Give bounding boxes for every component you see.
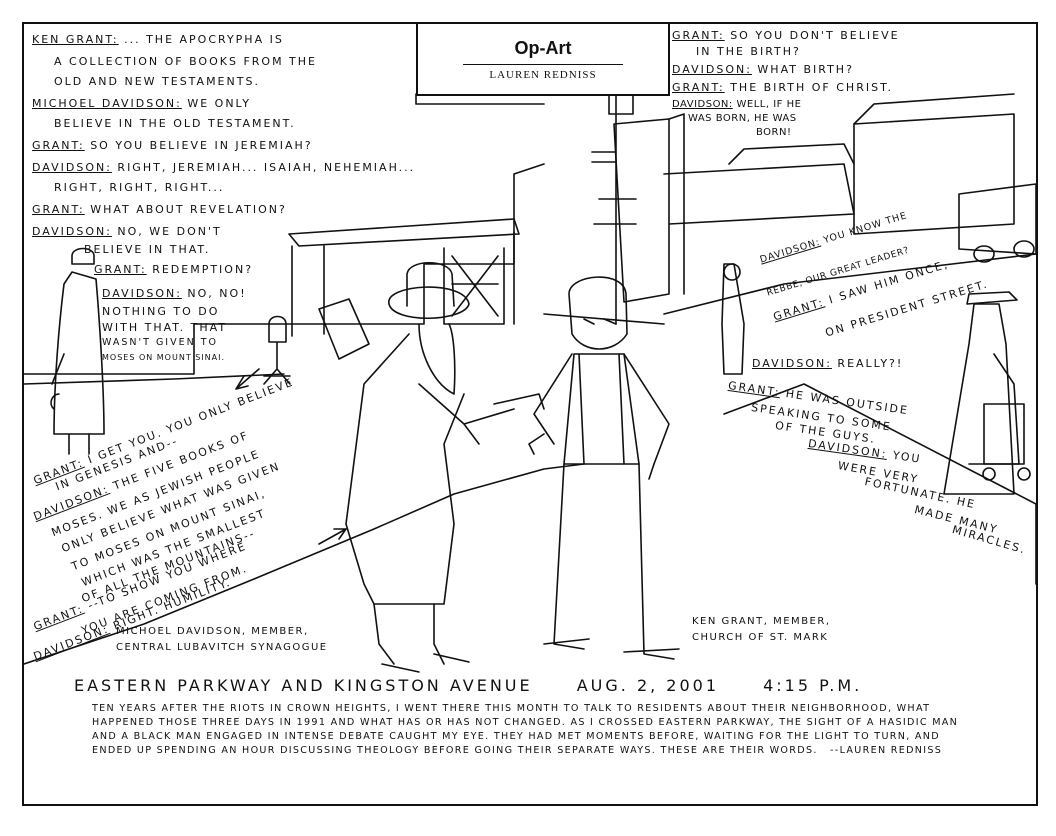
dialogue-left-6-line2: BELIEVE IN THAT.: [84, 243, 211, 256]
dialogue-left-2-line2: BELIEVE IN THE OLD TESTAMENT.: [54, 117, 296, 130]
dialogue-left-8-line2: NOTHING TO DO: [102, 305, 220, 318]
headline-location: EASTERN PARKWAY AND KINGSTON AVENUE: [74, 676, 533, 695]
intro-text: TEN YEARS AFTER THE RIOTS IN CROWN HEIGH…: [92, 703, 959, 756]
caption-grant: KEN GRANT, MEMBER, CHURCH OF ST. MARK: [692, 616, 831, 643]
headline-date: AUG. 2, 2001: [576, 676, 720, 695]
dialogue-left-1-line2: A COLLECTION OF BOOKS FROM THE: [54, 55, 317, 68]
dialogue-left-1: KEN GRANT: ... THE APOCRYPHA IS: [32, 33, 284, 46]
masthead-title: Op-Art: [514, 38, 572, 58]
intro-paragraph: TEN YEARS AFTER THE RIOTS IN CROWN HEIGH…: [92, 702, 982, 758]
dialogue-right-1: GRANT: SO YOU DON'T BELIEVE: [672, 29, 900, 42]
dialogue-left-2: MICHOEL DAVIDSON: WE ONLY: [32, 97, 251, 110]
dialogue-left-8-line5: MOSES ON MOUNT SINAI.: [102, 353, 226, 362]
caption-davidson: MICHOEL DAVIDSON, MEMBER, CENTRAL LUBAVI…: [116, 626, 328, 653]
dialogue-left-8-line4: WASN'T GIVEN TO: [102, 337, 219, 348]
dialogue-right-4: DAVIDSON: WELL, IF HE: [672, 99, 802, 110]
dialogue-left-6: DAVIDSON: NO, WE DON'T: [32, 225, 222, 238]
dialogue-right-4-line2: WAS BORN, HE WAS: [688, 113, 797, 124]
dialogue-left-4-line2: RIGHT, RIGHT, RIGHT...: [54, 181, 225, 194]
masthead-author: LAUREN REDNISS: [489, 69, 597, 81]
dialogue-left-7: GRANT: REDEMPTION?: [94, 263, 254, 276]
dialogue-right-1-line2: IN THE BIRTH?: [696, 45, 801, 58]
dialogue-left-3: GRANT: SO YOU BELIEVE IN JEREMIAH?: [32, 139, 313, 152]
dialogue-left-8-line3: WITH THAT. THAT: [102, 321, 228, 334]
dialogue-left-8: DAVIDSON: NO, NO!: [102, 287, 247, 300]
dialogue-street-right-3: DAVIDSON: REALLY?!: [752, 357, 904, 370]
op-art-masthead: Op-Art LAUREN REDNISS: [416, 24, 670, 96]
dialogue-left-5: GRANT: WHAT ABOUT REVELATION?: [32, 203, 287, 216]
dialogue-left-4: DAVIDSON: RIGHT, JEREMIAH... ISAIAH, NEH…: [32, 161, 416, 174]
illustration-frame: Op-Art LAUREN REDNISS KEN GRANT: ... THE…: [22, 22, 1038, 806]
headline-time: 4:15 P.M.: [763, 676, 863, 695]
dialogue-right-3: GRANT: THE BIRTH OF CHRIST.: [672, 81, 893, 94]
dialogue-right-4-line3: BORN!: [756, 127, 792, 138]
signature: --LAUREN REDNISS: [830, 745, 943, 756]
masthead-rule: [463, 64, 623, 65]
dialogue-left-1-line3: OLD AND NEW TESTAMENTS.: [54, 75, 260, 88]
street-scene-drawing: [24, 83, 1036, 673]
location-headline: EASTERN PARKWAY AND KINGSTON AVENUE AUG.…: [74, 676, 898, 695]
dialogue-right-2: DAVIDSON: WHAT BIRTH?: [672, 63, 854, 76]
